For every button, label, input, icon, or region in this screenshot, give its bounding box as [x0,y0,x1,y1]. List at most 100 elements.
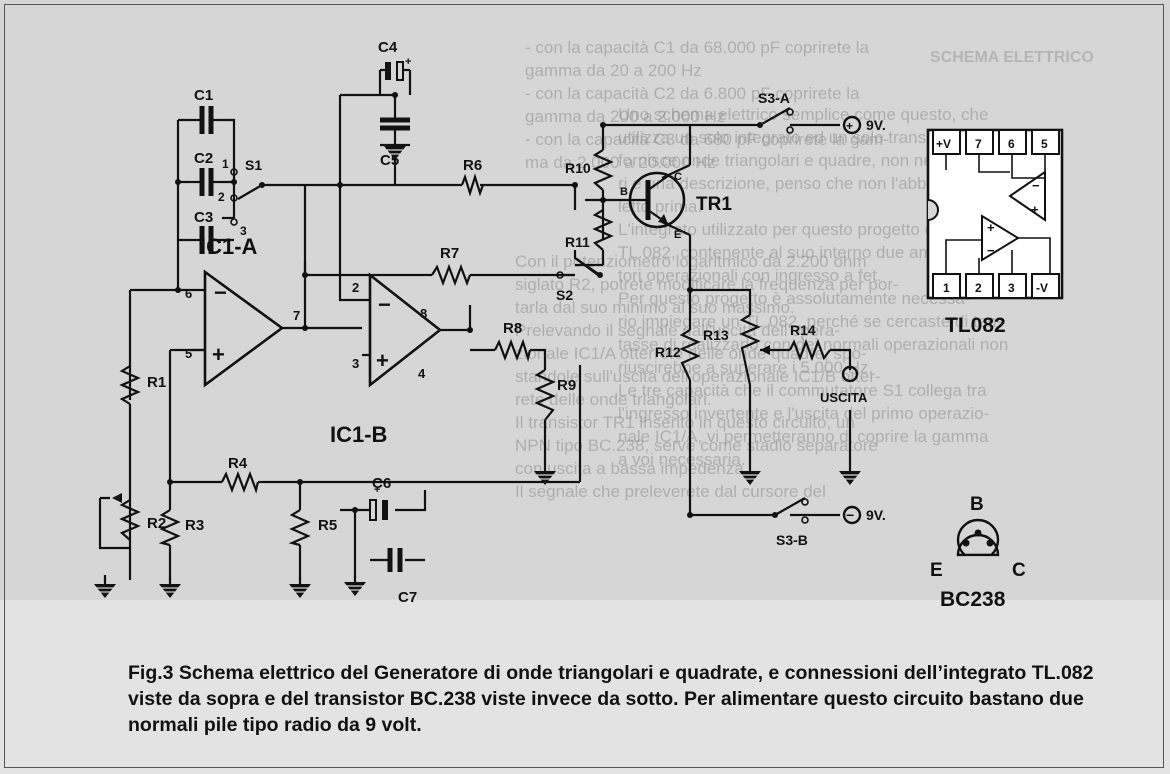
svg-text:+: + [405,56,411,68]
svg-text:−: − [987,243,995,258]
ghost-text-left: - con la capacità C1 da 68.000 pF coprir… [525,38,889,172]
capacitor-c1: C1 [190,87,222,134]
svg-text:C: C [674,171,682,183]
svg-text:8: 8 [420,306,427,321]
svg-text:E: E [674,229,681,241]
svg-text:+: + [374,484,380,496]
svg-text:C: C [1012,560,1026,581]
resistor-r14: R14 [789,322,831,362]
resistor-r12: R12 [655,329,701,381]
svg-text:2: 2 [218,190,225,204]
capacitor-c7: C7 [387,548,417,606]
svg-text:R7: R7 [440,245,459,262]
svg-text:C7: C7 [398,589,417,606]
resistor-r9: R9 [534,369,576,421]
svg-text:R2: R2 [147,515,166,532]
resistor-r1: R1 [119,365,166,470]
svg-text:R13: R13 [703,327,729,343]
svg-text:2: 2 [352,280,359,295]
s1-label: S1 [245,157,262,173]
ic1b-label: IC1-B [330,422,387,447]
c1-label: C1 [194,87,213,104]
svg-text:R10: R10 [565,160,591,176]
svg-text:1: 1 [222,157,229,171]
svg-text:R4: R4 [228,455,248,472]
svg-text:−: − [1032,178,1040,193]
svg-text:R11: R11 [565,234,590,250]
svg-text:+V: +V [936,137,951,151]
svg-text:R5: R5 [318,517,337,534]
potentiometer-r2: R2 [112,493,166,541]
svg-text:6: 6 [1008,137,1015,151]
junction-dots [167,92,693,518]
svg-text:+: + [846,119,853,133]
capacitor-c3: C3 [190,209,222,254]
resistor-r7: R7 [431,245,472,287]
capacitor-c2: C2 [190,150,222,196]
svg-text:3: 3 [240,224,247,238]
svg-text:E: E [930,560,943,581]
resistor-r4: R4 [221,455,260,494]
svg-text:S2: S2 [556,287,573,303]
svg-text:TR1: TR1 [696,194,732,215]
capacitor-c6: + C6 [369,475,391,521]
ghost-text-right: Uno schema elettrico semplice come quest… [618,105,1065,469]
svg-text:S3-A: S3-A [758,90,790,106]
svg-text:4: 4 [418,366,426,381]
svg-text:+: + [376,348,389,373]
svg-text:+: + [987,220,995,235]
svg-text:1: 1 [943,281,950,295]
switch-s2: S2 [556,257,603,303]
resistor-r5: R5 [288,509,337,547]
svg-text:7: 7 [293,308,300,323]
resistor-r3: R3 [158,509,204,547]
switch-s3a: S3-A + 9V. [757,90,886,135]
svg-text:5: 5 [1041,137,1048,151]
switch-s3b: S3-B − 9V. [772,498,886,548]
svg-text:R6: R6 [463,157,482,174]
resistor-r6: R6 [460,157,485,197]
svg-text:+: + [1031,202,1039,217]
resistor-r10: R10 [565,149,614,210]
potentiometer-r13: R13 [703,314,770,386]
transistor-tr1: B C E TR1 [613,171,732,241]
svg-text:5: 5 [185,346,192,361]
svg-text:R8: R8 [503,320,522,337]
svg-text:-V: -V [1036,281,1048,295]
tl082-label: TL082 [945,314,1006,337]
resistor-r11: R11 [565,209,614,267]
tl082-pinout: +V 7 6 5 1 2 3 -V − + + − TL082 [926,128,1064,337]
svg-text:+: + [212,342,225,367]
svg-text:−: − [846,507,854,523]
caption-band [0,600,1170,774]
svg-text:3: 3 [352,356,359,371]
switch-s1: S1 1 2 3 [218,157,265,238]
svg-text:B: B [970,494,984,515]
svg-text:B: B [620,186,628,198]
opamp-ic1b: − + 2 3 8 4 IC1-B [330,272,443,447]
ghost-heading: SCHEMA ELETTRICO [930,49,1094,66]
svg-text:9V.: 9V. [866,117,886,133]
figure-caption: Fig.3 Schema elettrico del Generatore di… [128,662,1094,736]
svg-text:C6: C6 [372,475,391,492]
c2-label: C2 [194,150,213,167]
bc238-label: BC238 [940,588,1006,611]
bc238-pinout: B E C BC238 [930,494,1026,611]
svg-text:6: 6 [185,286,192,301]
ghost-text-middle: Con il potenziometro logaritmico da 2.20… [515,252,899,501]
svg-text:R12: R12 [655,344,681,360]
opamp-ic1a: − + 6 5 7 IC1-A [185,234,300,388]
svg-text:3: 3 [1008,281,1015,295]
svg-text:−: − [378,292,391,317]
resistor-r8: R8 [494,320,532,363]
svg-text:USCITA: USCITA [820,390,868,405]
svg-text:2: 2 [975,281,982,295]
output-terminal: USCITA [820,365,868,405]
svg-text:R9: R9 [557,377,576,394]
svg-text:C4: C4 [378,39,398,56]
svg-text:R1: R1 [147,374,166,391]
svg-text:R14: R14 [790,322,816,338]
circuit-schematic: C1 C2 C3 S1 1 2 3 [92,39,1064,611]
svg-text:R3: R3 [185,517,204,534]
